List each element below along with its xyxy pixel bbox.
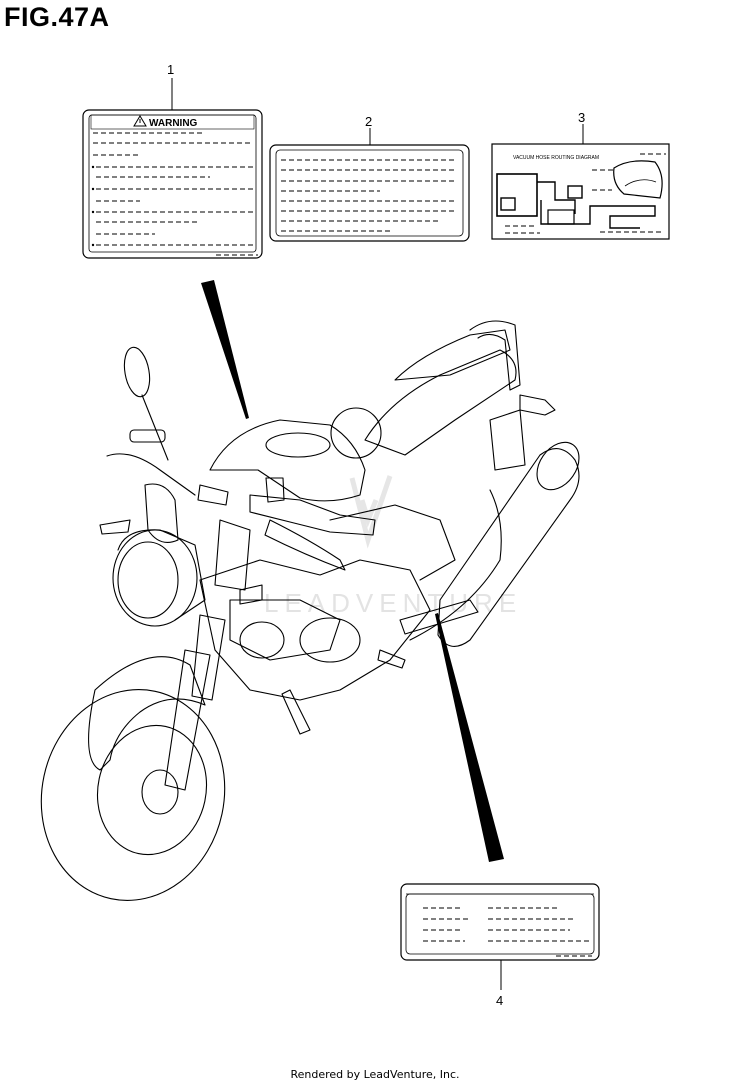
warning-triangle-icon: [133, 115, 147, 127]
hose-routing-icon: [496, 160, 664, 234]
label-1-warning[interactable]: WARNING: [82, 109, 263, 259]
callout-1: 1: [167, 62, 174, 77]
leader-label-1: [201, 280, 249, 419]
leader-label-4: [435, 613, 504, 862]
callout-4: 4: [496, 993, 503, 1008]
callout-2: 2: [365, 114, 372, 129]
footer-credit: Rendered by LeadVenture, Inc.: [290, 1068, 460, 1081]
vacuum-label-text: VACUUM HOSE ROUTING DIAGRAM: [513, 155, 599, 161]
label-3-vacuum-hose[interactable]: VACUUM HOSE ROUTING DIAGRAM: [491, 143, 670, 240]
watermark-text: LEADVENTURE: [264, 588, 522, 618]
callout-3: 3: [578, 110, 585, 125]
label-2[interactable]: [269, 144, 470, 242]
label-4[interactable]: [400, 883, 600, 961]
motorcycle-drawing: [40, 320, 580, 901]
figure-title: FIG.47A: [4, 2, 110, 32]
watermark: LEADVENTURE: [264, 475, 522, 618]
warning-text: WARNING: [149, 118, 198, 129]
